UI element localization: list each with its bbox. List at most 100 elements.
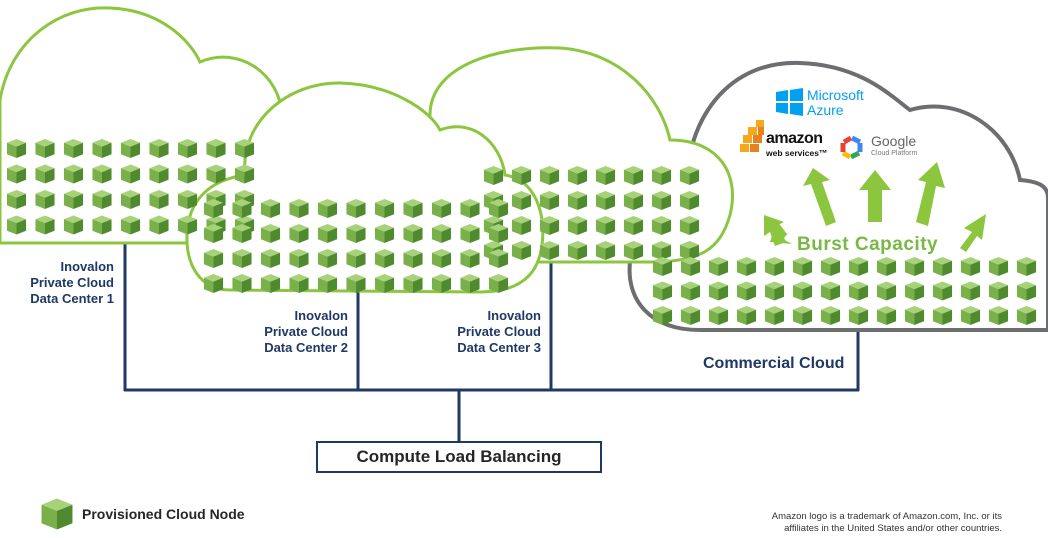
data-center-2-line-3: Data Center 2	[264, 340, 348, 355]
cube-node-icon	[651, 215, 672, 236]
cube-node-icon	[346, 273, 366, 294]
data-center-3-line-1: Inovalon	[487, 308, 541, 323]
cube-node-icon	[708, 305, 729, 326]
disclaimer-line-1: Amazon logo is a trademark of Amazon.com…	[771, 511, 1002, 522]
cube-node-icon	[346, 248, 366, 269]
google-cloud-platform-subtext: Cloud Platform	[871, 150, 918, 157]
cube-node-icon	[63, 164, 84, 184]
cube-node-icon	[820, 281, 841, 301]
cube-node-icon	[234, 138, 255, 159]
cube-node-icon	[149, 138, 169, 159]
cube-node-icon	[511, 190, 532, 211]
disclaimer-line-2: affiliates in the United States and/or o…	[784, 523, 1002, 534]
cube-node-icon	[488, 198, 509, 219]
cube-node-icon	[206, 138, 226, 159]
cube-node-icon	[6, 215, 27, 235]
aws-logo-subtext: web services™	[766, 148, 828, 158]
cube-node-icon	[567, 240, 588, 261]
cube-node-icon	[595, 240, 616, 261]
cube-node-icon	[460, 198, 480, 219]
cube-node-icon	[6, 138, 27, 159]
cube-node-icon	[149, 189, 169, 210]
arrow-up-icon	[960, 214, 986, 252]
legend: Provisioned Cloud Node	[40, 497, 245, 531]
cube-node-icon	[35, 215, 55, 235]
cube-node-icon	[1016, 256, 1037, 277]
cube-node-icon	[232, 248, 252, 269]
cube-node-icon	[988, 281, 1009, 301]
arrow-up-icon	[859, 170, 891, 222]
cube-node-icon	[177, 138, 198, 159]
cube-node-icon	[988, 256, 1009, 277]
cube-node-icon	[234, 164, 255, 184]
cube-node-icon	[260, 273, 281, 294]
arrow-up-icon	[916, 162, 945, 226]
cube-node-icon	[623, 190, 644, 211]
cube-node-icon	[539, 215, 560, 236]
cube-node-icon	[932, 305, 953, 326]
cube-node-icon	[177, 215, 198, 235]
cube-node-icon	[736, 256, 757, 277]
cube-node-icon	[403, 273, 423, 294]
burst-capacity-label: Burst Capacity	[797, 234, 939, 255]
cube-node-icon	[374, 223, 395, 244]
cube-node-icon	[567, 165, 588, 186]
cube-node-icon	[623, 240, 644, 261]
cube-node-icon	[567, 215, 588, 236]
cube-node-icon	[623, 215, 644, 236]
cube-node-icon	[232, 223, 252, 244]
cube-node-icon	[149, 164, 169, 184]
cube-node-icon	[317, 198, 338, 219]
cube-node-icon	[904, 281, 925, 301]
cube-node-icon	[260, 248, 281, 269]
cube-node-icon	[539, 190, 560, 211]
data-center-1-line-3: Data Center 1	[30, 291, 114, 306]
cube-node-icon	[708, 256, 729, 277]
compute-load-balancing-label: Compute Load Balancing	[356, 447, 562, 466]
cube-node-icon	[764, 256, 785, 277]
microsoft-azure-logo-text: Microsoft Azure	[807, 88, 864, 118]
cube-node-icon	[820, 305, 841, 326]
cube-node-icon	[488, 248, 509, 269]
cube-node-icon	[203, 273, 224, 294]
cube-node-icon	[374, 248, 395, 269]
cube-node-icon	[120, 215, 141, 235]
cube-node-icon	[120, 138, 141, 159]
cube-node-icon	[232, 273, 252, 294]
data-center-1-label: Inovalon Private Cloud Data Center 1	[0, 259, 114, 307]
cube-node-icon	[206, 164, 226, 184]
cube-node-icon	[289, 198, 309, 219]
cube-node-icon	[203, 248, 224, 269]
cube-node-icon	[651, 190, 672, 211]
cube-node-icon	[680, 281, 701, 301]
cube-node-icon	[736, 305, 757, 326]
cube-node-icon	[539, 165, 560, 186]
cube-node-icon	[177, 189, 198, 210]
cube-node-icon	[932, 281, 953, 301]
burst-arrows	[764, 162, 986, 252]
cube-node-icon	[289, 223, 309, 244]
cube-node-icon	[120, 189, 141, 210]
cube-node-icon	[1016, 305, 1037, 326]
cube-node-icon	[63, 189, 84, 210]
cube-node-icon	[63, 215, 84, 235]
cube-node-icon	[460, 248, 480, 269]
cube-node-icon	[460, 223, 480, 244]
cube-node-icon	[317, 248, 338, 269]
compute-load-balancing-box: Compute Load Balancing	[316, 441, 602, 473]
cube-node-icon	[149, 215, 169, 235]
cube-node-icon	[595, 165, 616, 186]
legend-cube-spacer	[40, 497, 74, 531]
cube-node-icon	[203, 198, 224, 219]
cube-node-icon	[820, 256, 841, 277]
cube-node-icon	[876, 281, 897, 301]
trademark-disclaimer: Amazon logo is a trademark of Amazon.com…	[700, 511, 1002, 535]
cube-node-icon	[403, 223, 423, 244]
cube-node-icon	[403, 248, 423, 269]
cube-node-icon	[904, 256, 925, 277]
cube-node-icon	[988, 305, 1009, 326]
cube-node-icon	[346, 198, 366, 219]
cube-node-icon	[848, 256, 869, 277]
